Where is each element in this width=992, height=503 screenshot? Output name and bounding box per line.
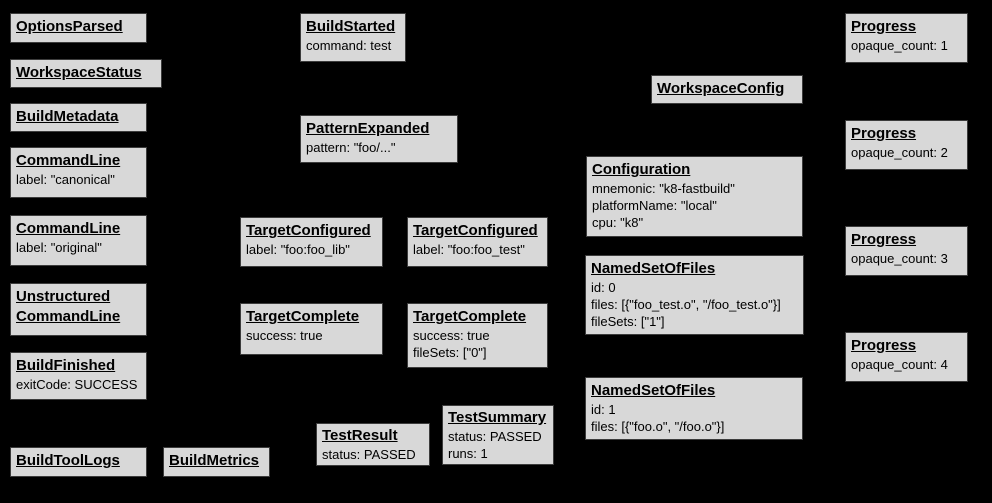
event-title: WorkspaceStatus bbox=[16, 64, 142, 81]
event-title: OptionsParsed bbox=[16, 18, 123, 35]
event-title: TestResult bbox=[322, 427, 398, 444]
event-field: label: "foo:foo_test" bbox=[413, 242, 525, 257]
event-workspacestatus: WorkspaceStatus bbox=[10, 59, 162, 88]
event-field: id: 1 bbox=[591, 402, 616, 417]
event-title: BuildStarted bbox=[306, 18, 396, 35]
event-field: opaque_count: 4 bbox=[851, 357, 948, 372]
event-field: opaque_count: 3 bbox=[851, 251, 948, 266]
event-targetconfigured-foo-lib: TargetConfigured label: "foo:foo_lib" bbox=[240, 217, 383, 267]
event-field: files: [{"foo.o", "/foo.o"}] bbox=[591, 419, 725, 434]
event-title: TestSummary bbox=[448, 409, 547, 426]
event-title: BuildMetadata bbox=[16, 108, 119, 125]
event-title: WorkspaceConfig bbox=[657, 80, 785, 97]
event-title: PatternExpanded bbox=[306, 120, 430, 137]
event-buildtoollogs: BuildToolLogs bbox=[10, 447, 147, 477]
event-title: TargetConfigured bbox=[246, 222, 371, 239]
event-title: CommandLine bbox=[16, 220, 121, 237]
event-field: pattern: "foo/..." bbox=[306, 140, 396, 155]
event-field: fileSets: ["0"] bbox=[413, 345, 487, 360]
event-field: id: 0 bbox=[591, 280, 616, 295]
event-field: label: "original" bbox=[16, 240, 102, 255]
event-field: label: "foo:foo_lib" bbox=[246, 242, 350, 257]
event-field: exitCode: SUCCESS bbox=[16, 377, 138, 392]
event-field: status: PASSED bbox=[448, 429, 542, 444]
event-field: fileSets: ["1"] bbox=[591, 314, 665, 329]
event-progress-2: Progress opaque_count: 2 bbox=[845, 120, 968, 170]
event-configuration: Configuration mnemonic: "k8-fastbuild" p… bbox=[586, 156, 803, 237]
event-title: Progress bbox=[851, 18, 917, 35]
event-field: success: true bbox=[246, 328, 323, 343]
event-field: status: PASSED bbox=[322, 447, 416, 462]
event-optionsparsed: OptionsParsed bbox=[10, 13, 147, 43]
event-targetcomplete-foo-test: TargetComplete success: true fileSets: [… bbox=[407, 303, 548, 368]
event-title: BuildMetrics bbox=[169, 452, 260, 469]
event-buildmetrics: BuildMetrics bbox=[163, 447, 270, 477]
event-title: NamedSetOfFiles bbox=[591, 260, 716, 277]
event-title: BuildToolLogs bbox=[16, 452, 120, 469]
event-testsummary: TestSummary status: PASSED runs: 1 bbox=[442, 405, 554, 465]
event-buildstarted: BuildStarted command: test bbox=[300, 13, 406, 62]
event-unstructuredcommandline: Unstructured CommandLine bbox=[10, 283, 147, 336]
event-testresult: TestResult status: PASSED bbox=[316, 423, 430, 466]
event-field: cpu: "k8" bbox=[592, 215, 644, 230]
event-field: opaque_count: 2 bbox=[851, 145, 948, 160]
event-commandline-original: CommandLine label: "original" bbox=[10, 215, 147, 266]
event-title: CommandLine bbox=[16, 152, 121, 169]
event-field: command: test bbox=[306, 38, 392, 53]
event-targetconfigured-foo-test: TargetConfigured label: "foo:foo_test" bbox=[407, 217, 548, 267]
event-field: success: true bbox=[413, 328, 490, 343]
event-buildfinished: BuildFinished exitCode: SUCCESS bbox=[10, 352, 147, 400]
event-field: opaque_count: 1 bbox=[851, 38, 948, 53]
event-title: NamedSetOfFiles bbox=[591, 382, 716, 399]
event-title: TargetComplete bbox=[413, 308, 527, 325]
event-title: Progress bbox=[851, 125, 917, 142]
event-title: Configuration bbox=[592, 161, 691, 178]
event-namedsetoffiles-1: NamedSetOfFiles id: 1 files: [{"foo.o", … bbox=[585, 377, 803, 440]
event-buildmetadata: BuildMetadata bbox=[10, 103, 147, 132]
event-namedsetoffiles-0: NamedSetOfFiles id: 0 files: [{"foo_test… bbox=[585, 255, 804, 335]
event-patternexpanded: PatternExpanded pattern: "foo/..." bbox=[300, 115, 458, 163]
event-title: BuildFinished bbox=[16, 357, 116, 374]
event-progress-3: Progress opaque_count: 3 bbox=[845, 226, 968, 276]
event-title: TargetConfigured bbox=[413, 222, 538, 239]
event-field: files: [{"foo_test.o", "/foo_test.o"}] bbox=[591, 297, 781, 312]
event-progress-4: Progress opaque_count: 4 bbox=[845, 332, 968, 382]
event-commandline-canonical: CommandLine label: "canonical" bbox=[10, 147, 147, 198]
event-progress-1: Progress opaque_count: 1 bbox=[845, 13, 968, 63]
event-title: Progress bbox=[851, 231, 917, 248]
event-title: Unstructured CommandLine bbox=[16, 288, 121, 325]
event-field: runs: 1 bbox=[448, 446, 488, 461]
event-field: platformName: "local" bbox=[592, 198, 717, 213]
event-title: Progress bbox=[851, 337, 917, 354]
event-field: mnemonic: "k8-fastbuild" bbox=[592, 181, 735, 196]
event-targetcomplete-foo-lib: TargetComplete success: true bbox=[240, 303, 383, 355]
event-title: TargetComplete bbox=[246, 308, 360, 325]
event-workspaceconfig: WorkspaceConfig bbox=[651, 75, 803, 104]
event-field: label: "canonical" bbox=[16, 172, 115, 187]
